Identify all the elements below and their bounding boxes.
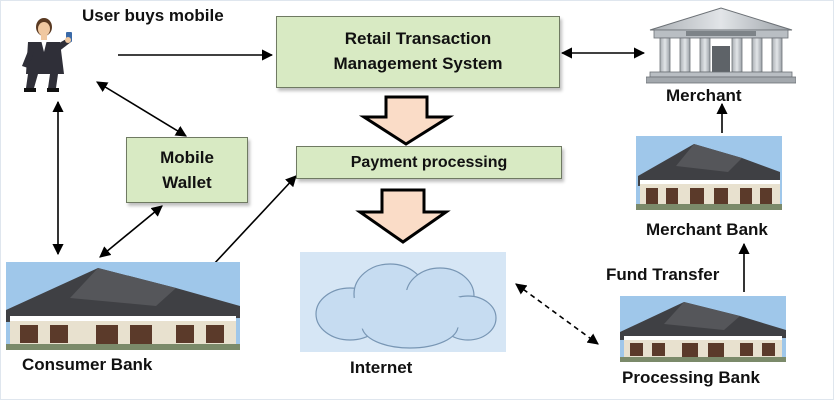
consumer-bank-to-payment-arrow xyxy=(212,175,297,266)
rtms-box: Retail Transaction Management System xyxy=(276,16,560,88)
consumer-bank-house-icon xyxy=(6,262,240,350)
wallet-consumer-bank-arrow xyxy=(99,205,163,258)
merchant-bank-house-icon xyxy=(636,136,782,210)
rtms-line-1: Retail Transaction xyxy=(344,29,492,49)
internet-label: Internet xyxy=(350,358,413,377)
mobile-wallet-line-1: Mobile xyxy=(160,147,214,167)
merchant-bank-label: Merchant Bank xyxy=(646,220,768,239)
block-arrow-down-1 xyxy=(358,95,455,146)
user-buys-mobile-label: User buys mobile xyxy=(82,6,224,25)
processing-bank-label: Processing Bank xyxy=(622,368,760,387)
mobile-wallet-box: Mobile Wallet xyxy=(126,137,248,203)
fund-transfer-label: Fund Transfer xyxy=(606,265,720,284)
block-arrow-down-2 xyxy=(355,188,451,244)
user-wallet-arrow xyxy=(96,81,187,137)
bank-building-icon xyxy=(646,7,796,84)
mobile-wallet-line-2: Wallet xyxy=(162,173,212,192)
merchant-label: Merchant xyxy=(666,86,742,105)
rtms-line-2: Management System xyxy=(333,54,503,73)
processing-bank-house-icon xyxy=(620,296,786,362)
businesswoman-with-phone-icon xyxy=(22,18,72,92)
internet-processing-bank-arrow xyxy=(515,283,599,345)
consumer-bank-label: Consumer Bank xyxy=(22,355,153,374)
cloud-icon xyxy=(300,252,506,352)
payment-processing-box: Payment processing xyxy=(296,146,562,179)
